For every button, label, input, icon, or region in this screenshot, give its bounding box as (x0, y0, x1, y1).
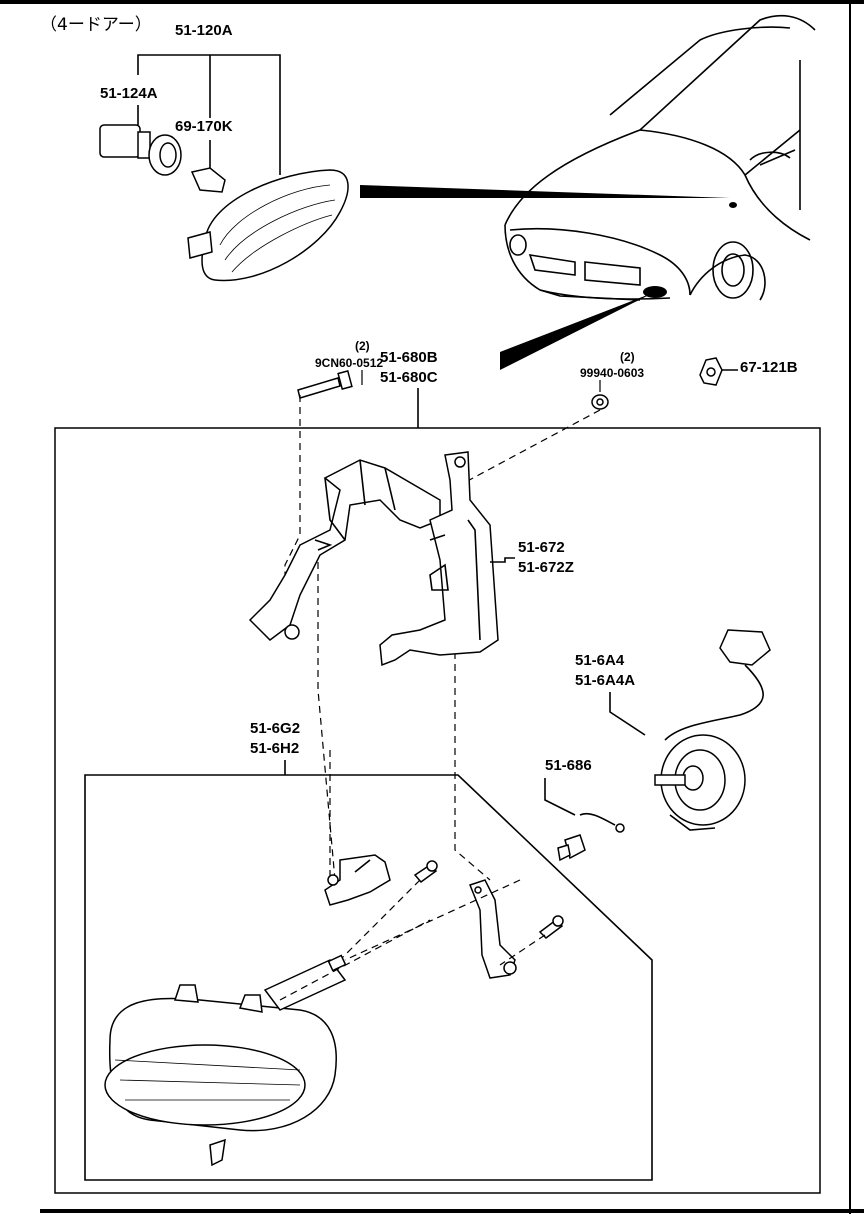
label-bulb-side: 69-170K (175, 118, 233, 135)
clip-part (699, 357, 723, 386)
label-fog-lamp-a: 51-6G2 (250, 720, 300, 737)
bracket-672-part (379, 451, 499, 667)
label-screw: 9CN60-0512 (315, 356, 383, 370)
label-bracket-b: 51-680C (380, 369, 438, 386)
harness-part (654, 629, 771, 831)
side-lamp-pointer (360, 185, 730, 198)
label-nut-qty: (2) (620, 350, 635, 364)
label-harness-b: 51-6A4A (575, 672, 635, 689)
side-bulb-part (190, 167, 226, 193)
fog-lamp-part (104, 954, 347, 1167)
car-illustration (504, 14, 816, 301)
label-socket: 51-124A (100, 85, 158, 102)
label-bracket2-b: 51-672Z (518, 559, 574, 576)
label-fog-lamp-b: 51-6H2 (250, 740, 299, 757)
socket-part (99, 124, 182, 176)
side-lamp-part (187, 169, 349, 282)
fog-bulb-part (557, 812, 625, 862)
label-side-lamp-assy: 51-120A (175, 22, 233, 39)
label-screw-qty: (2) (355, 339, 370, 353)
page-title: （4ードアー） (40, 15, 152, 35)
nut-part (591, 394, 609, 410)
label-harness-a: 51-6A4 (575, 652, 625, 669)
label-bracket2-a: 51-672 (518, 539, 565, 556)
fog-bracket-left-part (324, 854, 391, 906)
assembly-box (54, 427, 821, 1194)
label-bulb-fog: 51-686 (545, 757, 592, 774)
bracket-680-part (248, 459, 441, 641)
fog-lamp-pointer (500, 292, 655, 370)
screw-upper-part (413, 860, 438, 884)
fog-lamp-box (84, 774, 653, 1181)
label-bracket-a: 51-680B (380, 349, 438, 366)
label-clip: 67-121B (740, 359, 798, 376)
label-nut: 99940-0603 (580, 366, 644, 380)
screw-lower-part (538, 915, 564, 939)
screw-part (297, 370, 353, 399)
fog-bracket-right-part (469, 879, 517, 979)
